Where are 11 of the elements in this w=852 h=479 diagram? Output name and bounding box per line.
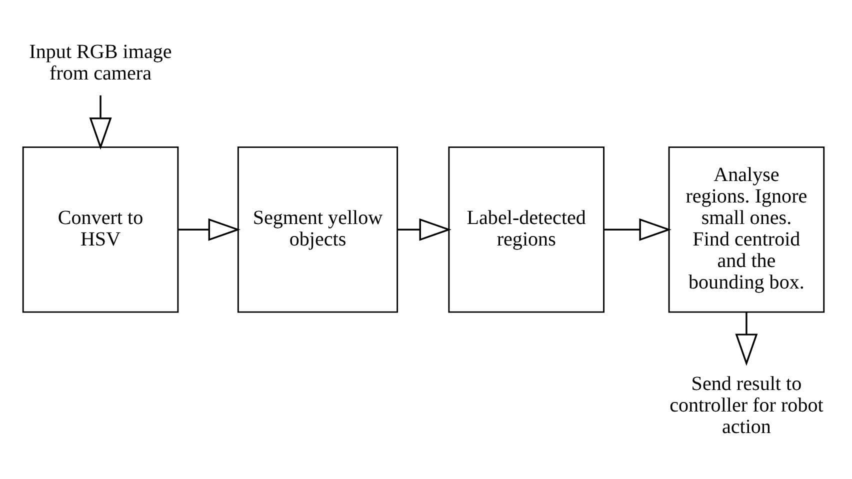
arrow <box>89 94 112 150</box>
node-box: Analyse regions. Ignore small ones. Find centroid and the bounding box. <box>668 146 825 312</box>
node-text: Send result to controller for robot action <box>670 372 824 438</box>
arrow <box>604 218 672 240</box>
node-box: Segment yellow objects <box>237 146 398 312</box>
node-box: Convert to HSV <box>22 146 179 312</box>
arrow <box>398 218 452 240</box>
node-text: Input RGB image from camera <box>29 40 172 84</box>
arrow <box>178 218 240 240</box>
node-box: Label-detected regions <box>448 146 605 312</box>
arrow <box>735 312 758 366</box>
